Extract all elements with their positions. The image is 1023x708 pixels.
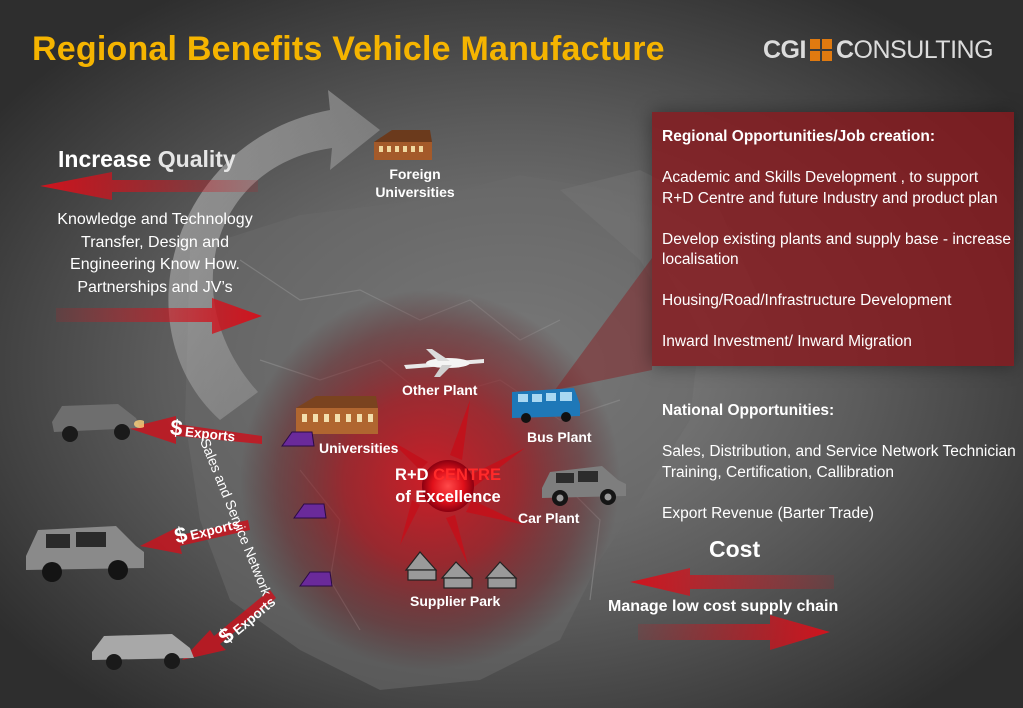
regional-item: Housing/Road/Infrastructure Development [662,292,952,309]
foreign-universities-line: Universities [375,184,455,200]
rd-centre-word: CENTRE [433,466,501,484]
cost-heading: Cost [709,536,761,562]
foreign-universities-label: Foreign Universities [356,165,474,201]
quality-description: Knowledge and Technology Transfer, Desig… [30,209,280,299]
exported-vehicle-icon-2 [26,526,144,582]
regional-item: Academic and Skills Development , to sup… [662,169,998,207]
quality-line: Transfer, Design and [81,233,229,251]
logo-text-cgi: CGI [763,35,806,64]
university-building-icon [296,396,378,434]
universities-label: Universities [319,440,399,456]
rd-centre-line1: R+D CENTRE [380,464,516,486]
regional-opportunities-panel [652,112,1014,366]
foreign-university-building-icon [374,130,432,160]
quality-line: Knowledge and Technology [57,211,253,228]
logo-grid-icon [809,39,832,61]
supplier-park-label: Supplier Park [410,593,501,609]
exported-vehicle-icon-1 [52,404,144,442]
exported-vehicle-icon-3 [92,634,194,670]
regional-opportunities-text: Regional Opportunities/Job creation: Aca… [662,127,1012,373]
suv-car-icon [542,466,626,506]
supplier-park-factories-icon [404,551,518,589]
dollar-icon: $ [168,414,184,441]
rd-centre-prefix: R+D [395,466,434,484]
logo-text-c: C [835,35,854,64]
quality-heading-part1: Increase [58,146,158,172]
drone-icon [404,349,484,377]
quality-heading: Increase Quality [58,146,236,173]
service-outlet-icons [281,431,333,587]
foreign-universities-line: Foreign [389,166,441,182]
other-plant-label: Other Plant [402,382,478,398]
cost-description: Manage low cost supply chain [608,598,839,615]
national-item: Export Revenue (Barter Trade) [662,504,874,522]
national-heading: National Opportunities: [662,402,835,419]
quality-line: Partnerships and JV’s [77,278,233,296]
car-plant-label: Car Plant [518,510,580,526]
regional-heading: Regional Opportunities/Job creation: [662,128,935,145]
logo-text-onsulting: ONSULTING [853,35,994,64]
rd-centre-line2: of Excellence [395,488,501,506]
rd-centre-label: R+D CENTRE of Excellence [380,464,516,508]
regional-item: Develop existing plants and supply base … [662,230,1011,269]
national-item: Sales, Distribution, and Service Network… [662,443,1016,481]
regional-item: Inward Investment/ Inward Migration [662,333,912,350]
bus-plant-label: Bus Plant [527,429,592,445]
national-opportunities-text: National Opportunities: Sales, Distribut… [662,401,1017,545]
quality-line: Engineering Know How. [70,256,240,273]
bus-icon [512,388,580,423]
page-title: Regional Benefits Vehicle Manufacture [32,30,665,68]
quality-heading-part2: Quality [157,146,236,172]
